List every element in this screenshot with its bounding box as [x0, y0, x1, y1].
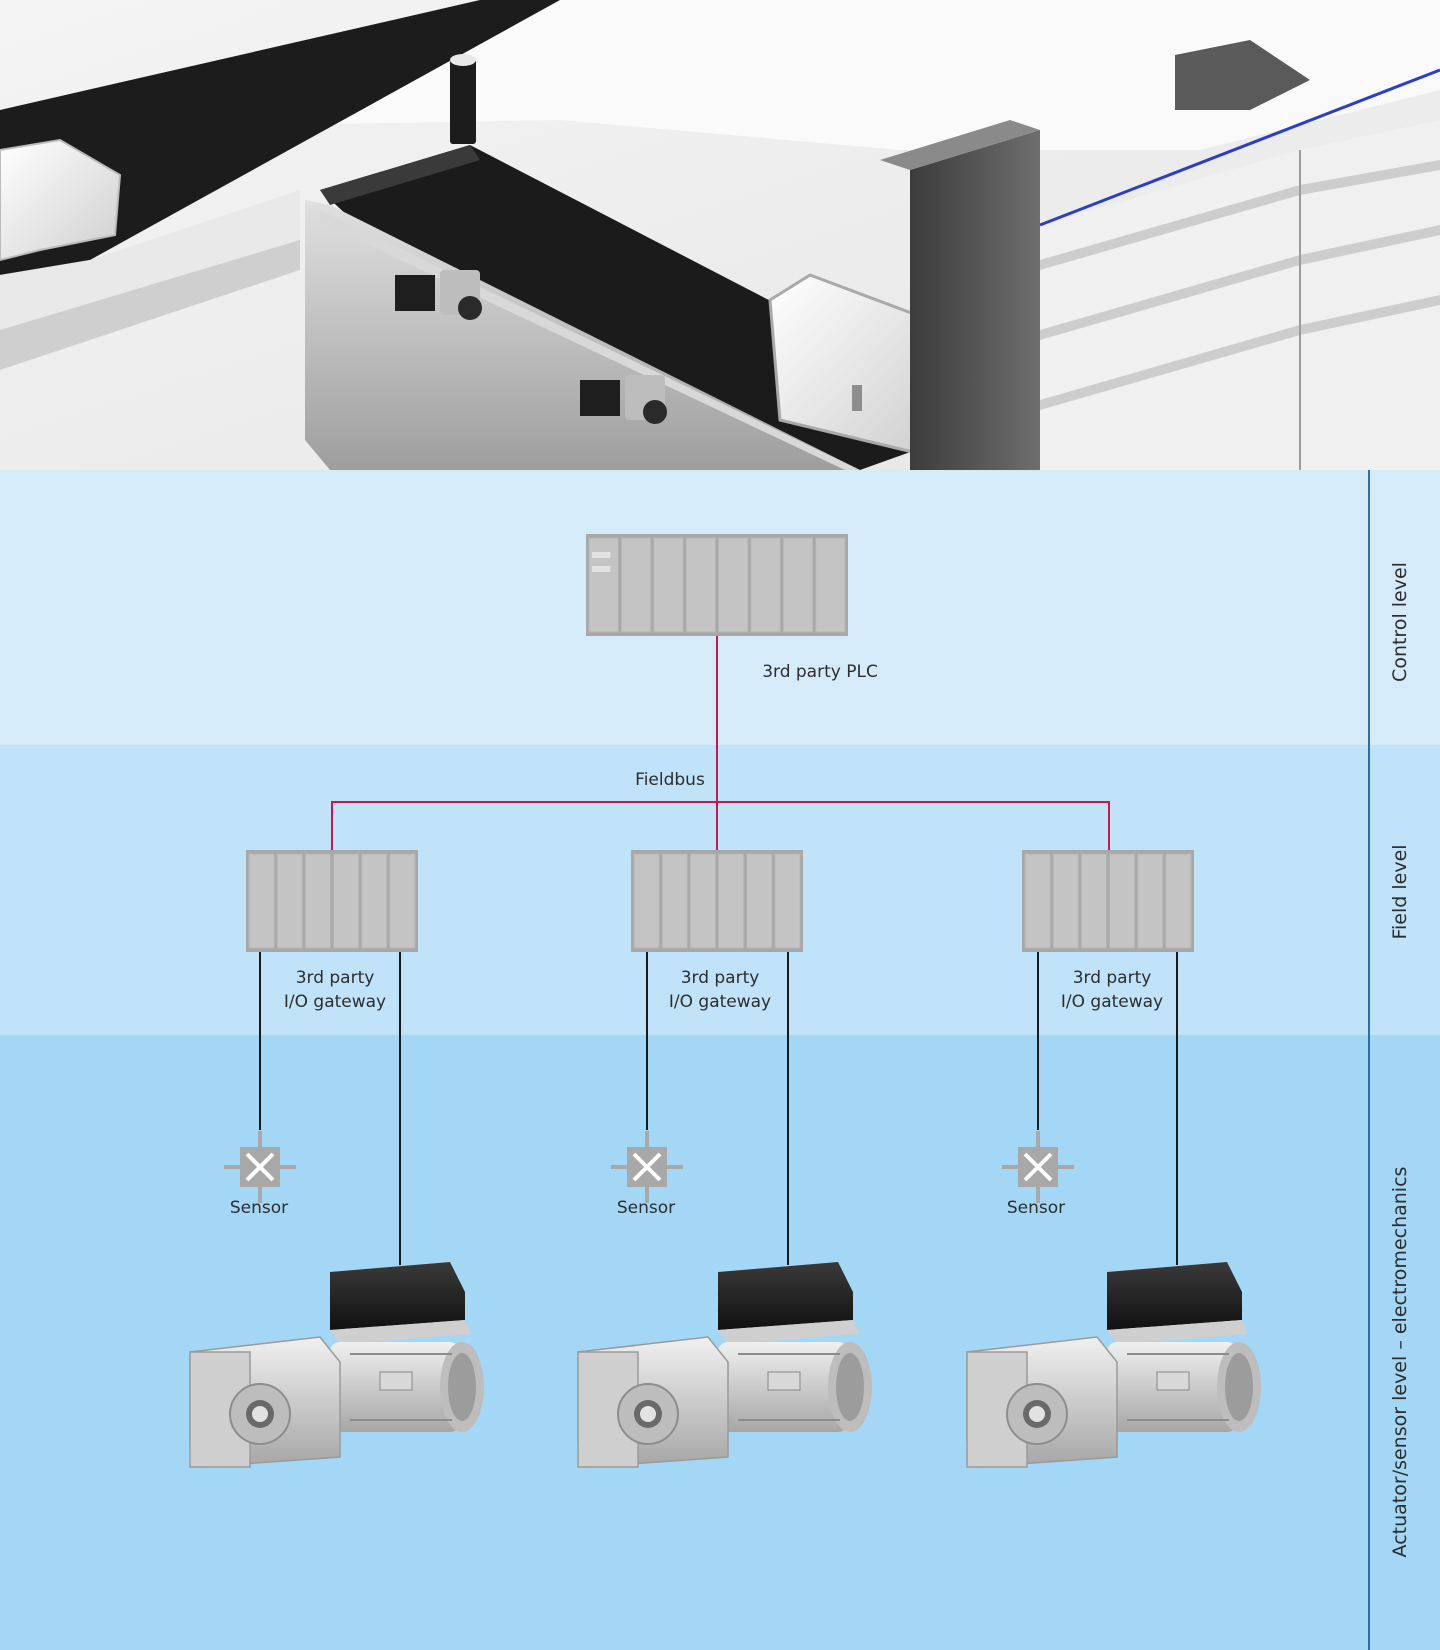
sensor-icon	[224, 1131, 296, 1203]
conveyor-scene-image	[0, 0, 1440, 470]
geared-motor-icon	[966, 1261, 1262, 1468]
io-gateway-icon	[246, 850, 418, 952]
plc-label: 3rd party PLC	[762, 662, 878, 682]
fieldbus-line	[331, 801, 1110, 850]
io-gateway-icon	[631, 850, 803, 952]
level-label-actuator: Actuator/sensor level – electromechanics	[1389, 1166, 1411, 1558]
sensor-icon	[1002, 1131, 1074, 1203]
sensor-label: Sensor	[616, 1198, 676, 1218]
level-label-control: Control level	[1389, 562, 1411, 682]
sensor-icon	[611, 1131, 683, 1203]
sensor-label: Sensor	[1006, 1198, 1066, 1218]
geared-motor-icon	[577, 1261, 873, 1468]
level-label-field: Field level	[1389, 844, 1411, 940]
gateway-label: 3rd party I/O gateway	[668, 968, 772, 1012]
gateway-label: 3rd party I/O gateway	[1060, 968, 1164, 1012]
topology-diagram: Control level Field level Actuator/senso…	[0, 470, 1440, 1650]
io-gateway-icon	[1022, 850, 1194, 952]
level-divider-line	[1368, 470, 1370, 1650]
sensor-label: Sensor	[229, 1198, 289, 1218]
geared-motor-icon	[189, 1261, 485, 1468]
gateway-label: 3rd party I/O gateway	[283, 968, 387, 1012]
fieldbus-label: Fieldbus	[635, 770, 705, 790]
plc-icon	[586, 534, 848, 636]
